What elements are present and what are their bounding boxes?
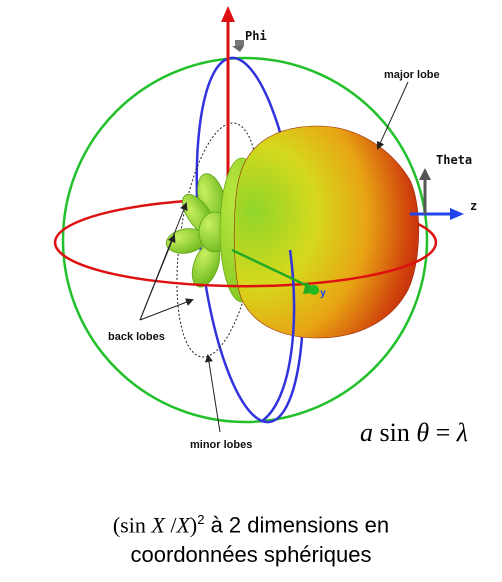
formula-lambda: λ	[456, 418, 469, 447]
phi-arrowhead	[221, 6, 235, 22]
major-lobe-leader	[376, 81, 409, 150]
y-axis	[231, 248, 313, 290]
caption-math-x2: X	[176, 512, 190, 538]
z-label: z	[470, 199, 477, 213]
formula-theta: θ	[416, 418, 430, 447]
back-lobes-leader-3	[139, 298, 194, 321]
formula-equals: =	[435, 418, 451, 447]
sphere-circle	[61, 56, 429, 424]
caption-line-1-text: à 2 dimensions en	[204, 512, 390, 538]
formula-sin: sin	[379, 418, 410, 447]
minor-lobes-label: minor lobes	[190, 439, 252, 451]
back-lobes-leader-2	[139, 234, 176, 321]
theta-arrowhead	[419, 168, 431, 180]
caption-exponent: 2	[197, 512, 205, 527]
phi-label: Phi	[245, 29, 267, 43]
caption: (sin X /X)2 à 2 dimensions en coordonnée…	[0, 505, 502, 570]
major-lobe-label: major lobe	[384, 69, 440, 81]
phi-rotation-tab	[235, 40, 244, 46]
caption-math: (sin X /X)	[113, 512, 197, 537]
y-axis-tip	[309, 285, 319, 295]
caption-line-2: coordonnées sphériques	[130, 542, 372, 568]
caption-math-prefix: (sin	[112, 512, 152, 538]
y-label: y	[320, 288, 326, 299]
caption-math-slash: /	[164, 512, 177, 538]
z-arrowhead	[450, 208, 464, 220]
equator-ring-front	[62, 229, 438, 288]
wavelength-formula: a sin θ = λ	[360, 418, 468, 448]
formula-a: a	[360, 418, 373, 447]
meridian-ring-front	[261, 249, 296, 423]
back-lobes-label: back lobes	[108, 331, 165, 343]
caption-math-close: )	[189, 512, 198, 538]
caption-math-x1: X	[151, 512, 165, 538]
theta-label: Theta	[436, 153, 472, 167]
antenna-radiation-pattern-diagram: Phi Theta z y major lobe back lobes mino…	[53, 6, 477, 451]
phi-rotation-arrow	[232, 46, 244, 52]
major-lobe	[233, 125, 420, 339]
caption-line-1: (sin X /X)2 à 2 dimensions en	[0, 505, 502, 540]
minor-lobes-leader	[204, 354, 221, 433]
